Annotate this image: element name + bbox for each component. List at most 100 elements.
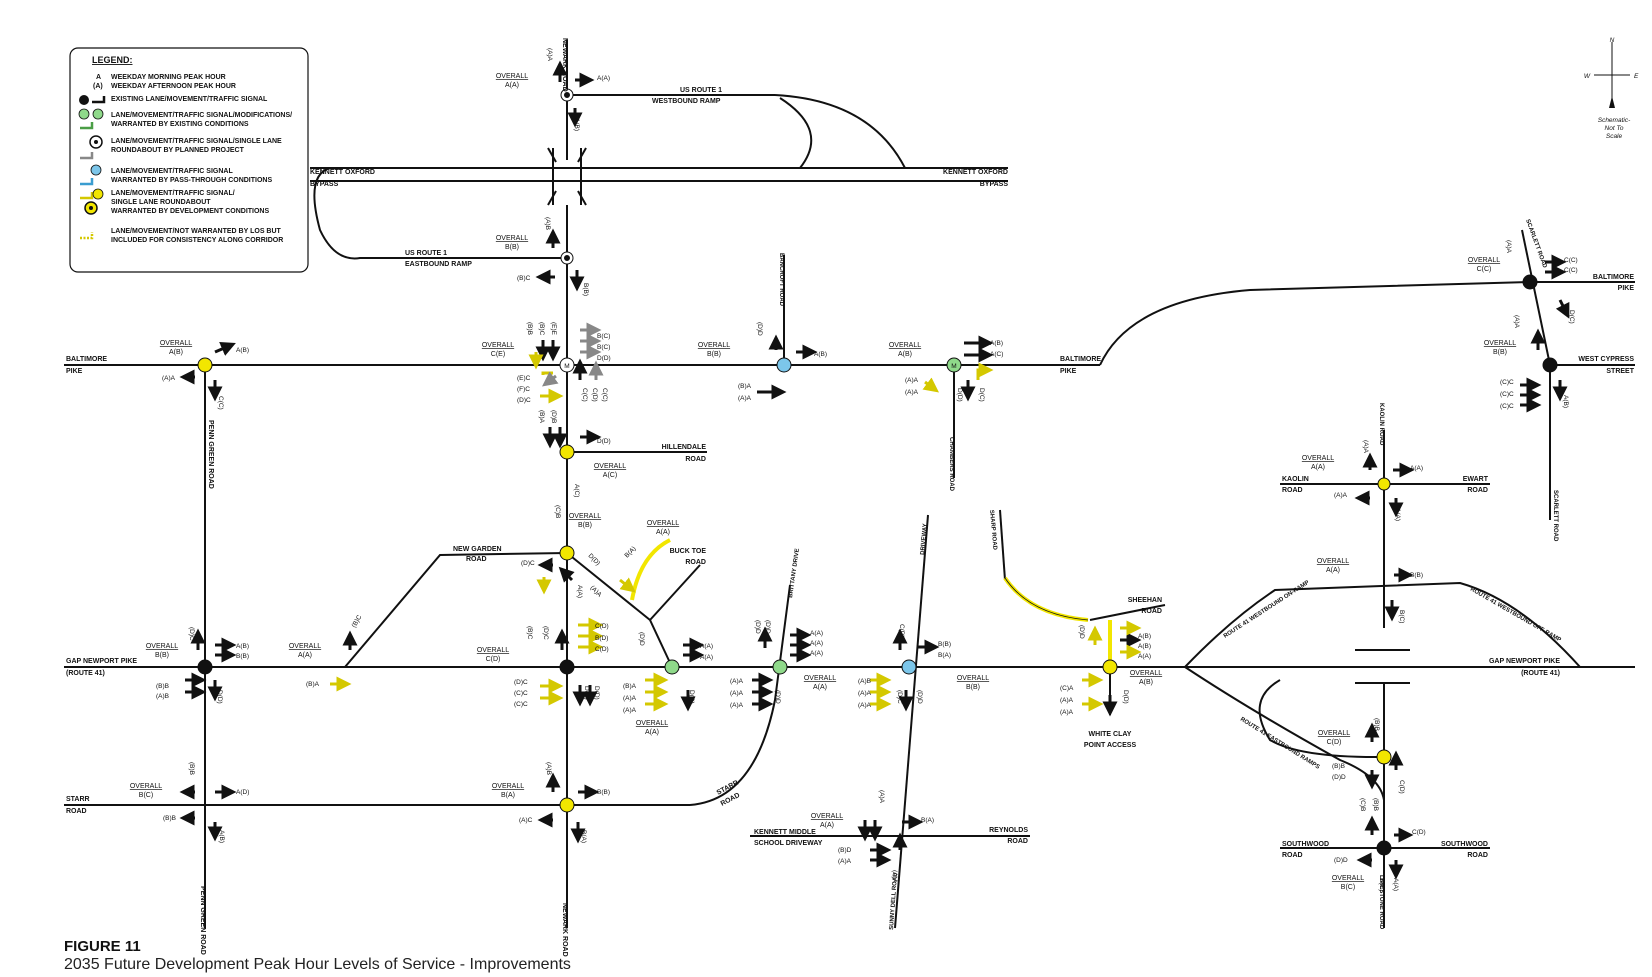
overall-los-value: B(B) [707,351,721,358]
movement-los-label: A(B) [1138,633,1151,640]
movement-los-label: B(C) [1398,610,1405,623]
movement-los-label: D(D) [1122,690,1129,704]
driveway-sunny-dell-road [894,514,929,929]
movement-los-label: (B)C [526,626,533,640]
movement-los-label: D(D) [597,355,611,362]
node-rt41-eb-ramps [1376,749,1392,765]
movement-los-label: (B)B [1332,763,1345,770]
road-label: ROAD [1007,838,1028,845]
bridge-flare [577,147,587,163]
overall-los-value: C(D) [1327,739,1342,746]
movement-los-label: (B)B [526,322,533,335]
legend-modified-swatch [78,108,90,120]
sheehan-road [1089,604,1166,621]
lane-arrows [179,60,1570,880]
node-gap-brittany [772,659,788,675]
road-label: BUCK TOE [670,548,707,555]
legend-blue-arrow-icon [80,178,94,186]
overall-los-value: A(A) [1311,464,1325,471]
overall-los-label: OVERALL [594,463,626,470]
legend-text-hatched-2: INCLUDED FOR CONSISTENCY ALONG CORRIDOR [111,237,283,244]
movement-los-label: B(A) [938,652,951,659]
new-garden-road-east [566,552,673,668]
movement-los-label: D(D) [593,686,600,700]
movement-los-label: D(D) [597,438,611,445]
road-label: US ROUTE 1 [680,87,722,94]
road-label: CHAMBERS ROAD [948,437,954,492]
legend-text-am: WEEKDAY MORNING PEAK HOUR [111,74,226,81]
legend-text-pm: WEEKDAY AFTERNOON PEAK HOUR [111,83,236,90]
new-garden-road [344,552,568,668]
road-label: ROAD [66,808,87,815]
legend-green-arrow-icon [80,122,94,130]
road-label: EWART [1463,476,1489,483]
overall-los-value: A(C) [603,472,617,479]
lane-arrow [1555,299,1570,319]
road-label: BYPASS [980,181,1009,188]
overall-los-value: B(B) [578,522,592,529]
movement-los-label: (B)B [188,762,195,775]
movement-los-label: A(A) [576,585,583,598]
overall-los-value: A(A) [645,729,659,736]
movement-los-label: A(C) [990,351,1003,358]
node-starr-newark [559,797,575,813]
road-label: PIKE [1060,368,1077,375]
movement-los-label: (A)A [162,375,176,382]
movement-los-label: (D)C [542,626,549,640]
legend-text-green-2: WARRANTED BY EXISTING CONDITIONS [111,121,249,128]
movement-los-label: C(D) [595,623,609,630]
movement-los-label: C(D) [1412,829,1426,836]
rt41-westbound-ramps [1184,581,1581,668]
node-baltimore-bancroft [776,357,792,373]
road-label: POINT ACCESS [1084,742,1137,749]
road-label: KENNETT MIDDLE [754,829,816,836]
overall-los-value: A(A) [820,822,834,829]
legend-text-blue: LANE/MOVEMENT/TRAFFIC SIGNAL [111,168,233,175]
los-labels: OVERALLA(A)(A)AA(A)A(B)OVERALLB(B)(A)B(B… [130,48,1578,891]
node-gap-penngreen [197,659,213,675]
node-westcypress-scarlett [1542,357,1558,373]
movement-los-label: (C)A [1060,685,1074,692]
road-label: (ROUTE 41) [1521,670,1560,677]
movement-los-label: (D)C [188,627,195,641]
road-label: KENNETT OXFORD [310,169,375,176]
movement-los-label: (B)A [538,410,545,424]
lane-arrow-improvement [541,371,553,375]
road-label: SOUTHWOOD [1282,841,1329,848]
road-label: US ROUTE 1 [405,250,447,257]
road-label: PENN GREEN ROAD [207,420,214,489]
overall-los-value: B(B) [155,652,169,659]
us1-eastbound-ramp [313,167,567,260]
movement-los-label: (B)A [738,383,752,390]
road-label: BYPASS [310,181,339,188]
legend-text-yellow-2: SINGLE LANE ROUNDABOUT [111,199,211,206]
movement-los-label: (A)A [546,48,553,62]
overall-los-value: A(A) [656,529,670,536]
road-label: DRIVEWAY [920,523,929,555]
movement-los-label: (A)A [1060,697,1074,704]
movement-los-label: (A)A [738,395,752,402]
movement-los-label: (B)C [538,322,545,336]
movement-los-label: C(D) [591,388,598,402]
overall-los-value: B(B) [966,684,980,691]
modified-marker-letter: M [564,363,569,370]
bridge-flare [547,147,557,163]
road-label: KAOLIN [1282,476,1309,483]
lane-arrow-improvement [976,362,994,380]
movement-los-label: C(C) [217,396,224,410]
movement-los-label: (A)A [1505,240,1512,254]
movement-los-label: (A)A [1060,709,1074,716]
movement-los-label: A(B) [573,118,580,131]
movement-los-label: (B)C [351,614,364,629]
movement-los-label: (C)C [1500,379,1514,386]
movement-los-label: A(A) [1138,653,1151,660]
movement-los-label: (A)A [623,695,637,702]
bridge-flare [577,190,587,206]
road-label: PENN GREEN ROAD [199,886,206,955]
legend-yellow-swatch [92,188,104,200]
movement-los-label: B(A) [921,817,934,824]
lane-arrow-improvement [619,577,636,593]
movement-los-label: D(D) [587,552,602,567]
movement-los-label: (A)A [858,702,872,709]
road-label: ROAD [1467,852,1488,859]
